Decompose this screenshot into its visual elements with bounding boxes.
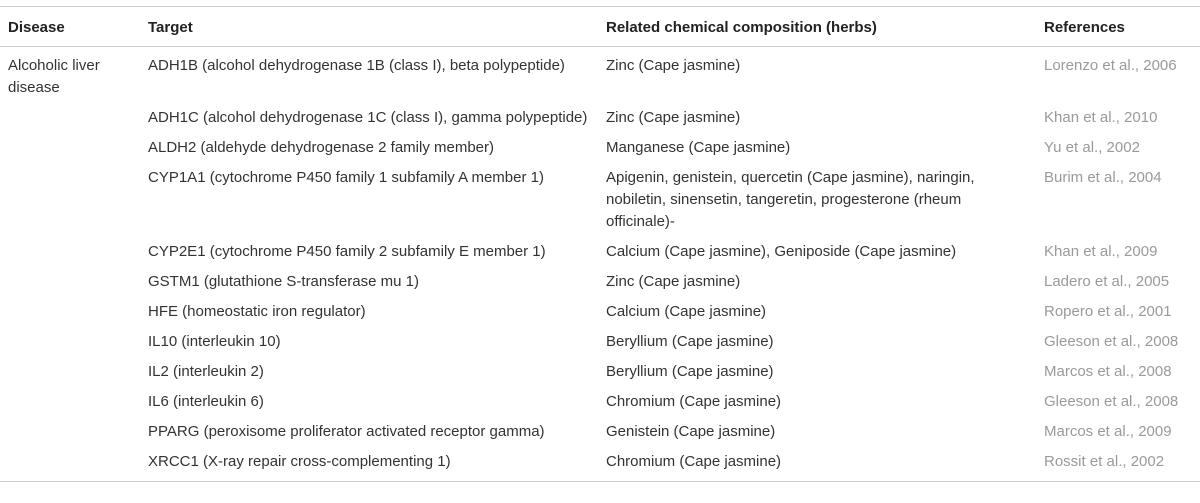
disease-cell-empty bbox=[0, 357, 140, 387]
composition-cell: Calcium (Cape jasmine) bbox=[606, 303, 767, 320]
disease-cell: Alcoholic liver disease bbox=[8, 57, 100, 96]
composition-cell: Genistein (Cape jasmine) bbox=[606, 423, 776, 440]
target-cell: CYP2E1 (cytochrome P450 family 2 subfami… bbox=[148, 243, 546, 260]
composition-cell: Zinc (Cape jasmine) bbox=[606, 57, 741, 74]
disease-cell-empty bbox=[0, 237, 140, 267]
composition-cell: Beryllium (Cape jasmine) bbox=[606, 363, 774, 380]
header-disease: Disease bbox=[0, 6, 140, 47]
composition-cell: Calcium (Cape jasmine), Geniposide (Cape… bbox=[606, 243, 957, 260]
target-cell: XRCC1 (X-ray repair cross-complementing … bbox=[140, 447, 598, 482]
target-cell: CYP1A1 (cytochrome P450 family 1 subfami… bbox=[148, 169, 544, 186]
reference-cell: Ladero et al., 2005 bbox=[1044, 273, 1170, 290]
header-composition: Related chemical composition (herbs) bbox=[598, 6, 1036, 47]
disease-cell-empty bbox=[0, 447, 140, 482]
target-cell: ADH1B (alcohol dehydrogenase 1B (class I… bbox=[148, 57, 565, 74]
target-cell: ADH1C (alcohol dehydrogenase 1C (class I… bbox=[148, 109, 588, 126]
table-row: HFE (homeostatic iron regulator) Calcium… bbox=[0, 297, 1200, 327]
table-row: GSTM1 (glutathione S-transferase mu 1) Z… bbox=[0, 267, 1200, 297]
header-row: Disease Target Related chemical composit… bbox=[0, 6, 1200, 47]
data-table: Disease Target Related chemical composit… bbox=[0, 6, 1200, 482]
table-body: Alcoholic liver disease ADH1B (alcohol d… bbox=[0, 47, 1200, 482]
composition-cell: Zinc (Cape jasmine) bbox=[606, 109, 741, 126]
table-row: PPARG (peroxisome proliferator activated… bbox=[0, 417, 1200, 447]
target-cell: IL6 (interleukin 6) bbox=[148, 393, 264, 410]
reference-cell: Lorenzo et al., 2006 bbox=[1044, 57, 1177, 74]
disease-cell-empty bbox=[0, 387, 140, 417]
reference-cell: Marcos et al., 2009 bbox=[1044, 423, 1172, 440]
target-cell: IL2 (interleukin 2) bbox=[148, 363, 264, 380]
composition-cell: Apigenin, genistein, quercetin (Cape jas… bbox=[606, 169, 975, 230]
reference-cell: Gleeson et al., 2008 bbox=[1044, 393, 1179, 410]
reference-cell: Marcos et al., 2008 bbox=[1044, 363, 1172, 380]
table-row: IL6 (interleukin 6) Chromium (Cape jasmi… bbox=[0, 387, 1200, 417]
disease-cell-empty bbox=[0, 267, 140, 297]
table-row: ADH1C (alcohol dehydrogenase 1C (class I… bbox=[0, 103, 1200, 133]
composition-cell: Manganese (Cape jasmine) bbox=[606, 139, 791, 156]
reference-cell: Ropero et al., 2001 bbox=[1044, 303, 1172, 320]
disease-cell-empty bbox=[0, 103, 140, 133]
disease-cell-empty bbox=[0, 133, 140, 163]
table-header: Disease Target Related chemical composit… bbox=[0, 6, 1200, 47]
disease-cell-empty bbox=[0, 327, 140, 357]
header-target: Target bbox=[140, 6, 598, 47]
reference-cell: Yu et al., 2002 bbox=[1044, 139, 1140, 156]
target-cell: ALDH2 (aldehyde dehydrogenase 2 family m… bbox=[148, 139, 495, 156]
disease-cell-empty bbox=[0, 163, 140, 237]
table-row: IL10 (interleukin 10) Beryllium (Cape ja… bbox=[0, 327, 1200, 357]
reference-cell: Burim et al., 2004 bbox=[1044, 169, 1162, 186]
disease-cell-empty bbox=[0, 417, 140, 447]
target-cell: PPARG (peroxisome proliferator activated… bbox=[148, 423, 545, 440]
table-row: XRCC1 (X-ray repair cross-complementing … bbox=[0, 447, 1200, 482]
reference-cell: Rossit et al., 2002 bbox=[1036, 447, 1200, 482]
composition-cell: Zinc (Cape jasmine) bbox=[606, 273, 741, 290]
table-row: CYP1A1 (cytochrome P450 family 1 subfami… bbox=[0, 163, 1200, 237]
table-row: ALDH2 (aldehyde dehydrogenase 2 family m… bbox=[0, 133, 1200, 163]
target-cell: HFE (homeostatic iron regulator) bbox=[148, 303, 366, 320]
table-row: IL2 (interleukin 2) Beryllium (Cape jasm… bbox=[0, 357, 1200, 387]
header-references: References bbox=[1036, 6, 1200, 47]
reference-cell: Khan et al., 2009 bbox=[1044, 243, 1158, 260]
composition-cell: Chromium (Cape jasmine) bbox=[606, 393, 782, 410]
composition-cell: Beryllium (Cape jasmine) bbox=[606, 333, 774, 350]
reference-cell: Gleeson et al., 2008 bbox=[1044, 333, 1179, 350]
target-cell: GSTM1 (glutathione S-transferase mu 1) bbox=[148, 273, 419, 290]
composition-cell: Chromium (Cape jasmine) bbox=[598, 447, 1036, 482]
disease-cell-empty bbox=[0, 297, 140, 327]
reference-cell: Khan et al., 2010 bbox=[1044, 109, 1158, 126]
table-row: Alcoholic liver disease ADH1B (alcohol d… bbox=[0, 47, 1200, 104]
table-row: CYP2E1 (cytochrome P450 family 2 subfami… bbox=[0, 237, 1200, 267]
target-cell: IL10 (interleukin 10) bbox=[148, 333, 281, 350]
